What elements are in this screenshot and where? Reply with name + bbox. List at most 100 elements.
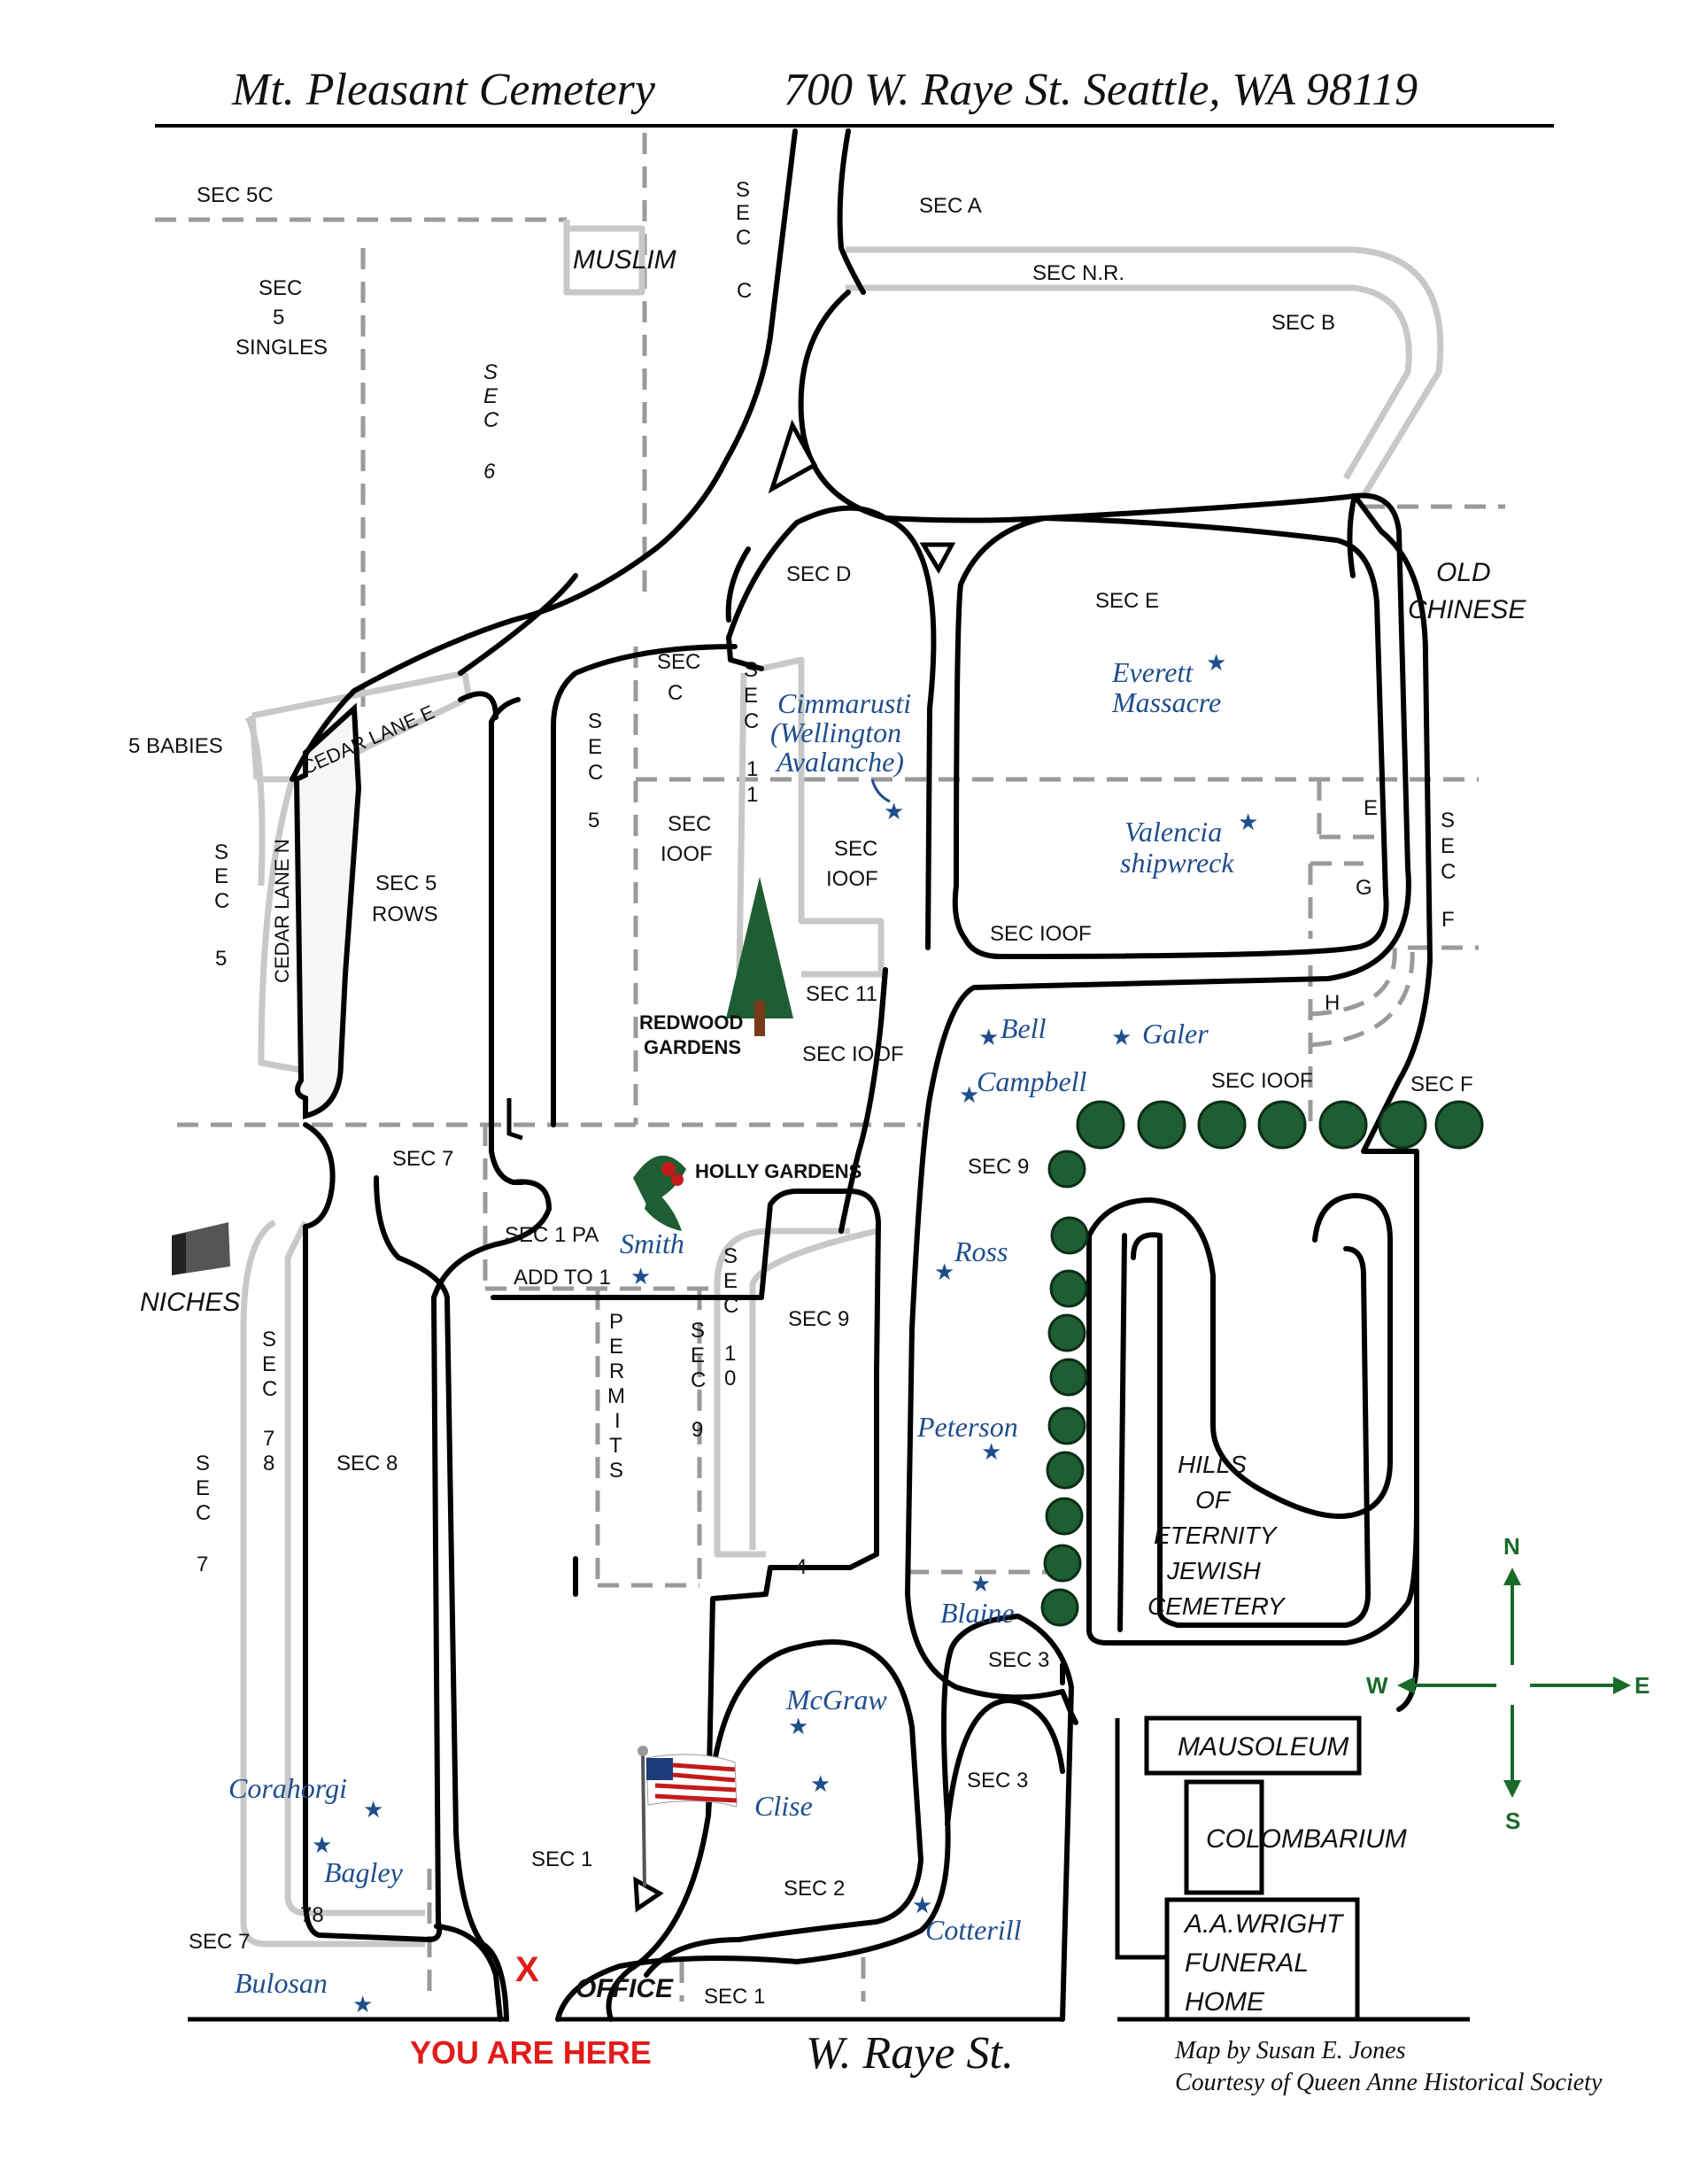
- label-sec-ioof-b-1: SEC: [834, 837, 877, 861]
- label-funeral-home-3: HOME: [1185, 1987, 1265, 2017]
- compass-e: E: [1634, 1672, 1650, 1699]
- label-sec-9-mid: SEC 9: [788, 1307, 849, 1331]
- landmark-valencia-2: shipwreck: [1120, 847, 1234, 879]
- label-sec-10-v1: S: [723, 1244, 738, 1268]
- landmark-valencia-1: Valencia: [1124, 816, 1222, 848]
- label-sec-3-b: SEC 3: [967, 1769, 1028, 1793]
- label-sec-5-rows-2: ROWS: [372, 902, 438, 926]
- label-sec-6-2: E: [483, 384, 498, 408]
- label-permits-6: T: [609, 1434, 622, 1458]
- landmark-blaine: Blaine: [940, 1597, 1015, 1629]
- label-hills-5: CEMETERY: [1148, 1592, 1287, 1620]
- label-sec-11-v4: 1: [746, 757, 758, 781]
- label-sec-6-3: C: [483, 408, 499, 432]
- label-sec-ioof-d: SEC IOOF: [802, 1042, 904, 1066]
- label-sec-b: SEC B: [1271, 311, 1335, 335]
- landmark-corahorgi: Corahorgi: [228, 1772, 347, 1804]
- label-sec-11-v2: E: [744, 684, 758, 708]
- label-sec-10-v2: E: [723, 1269, 738, 1293]
- niches-icon: [172, 1222, 230, 1275]
- label-sec-5-left-2: E: [214, 864, 228, 888]
- label-hills-2: OF: [1195, 1486, 1232, 1514]
- label-sec-5-rows-1: SEC 5: [375, 871, 437, 895]
- label-sec-11: SEC 11: [806, 982, 877, 1006]
- compass-rose: N S W E: [1366, 1533, 1650, 1834]
- landmark-smith: Smith: [620, 1228, 684, 1259]
- label-add-to-1: ADD TO 1: [514, 1266, 611, 1289]
- label-sec-9-v4: 9: [692, 1418, 703, 1442]
- star-smith: ★: [630, 1264, 651, 1289]
- you-are-here-marker: X: [515, 1950, 539, 1989]
- landmark-cotterill: Cotterill: [925, 1914, 1022, 1946]
- star-cimmarusti: ★: [884, 799, 904, 825]
- triangle-marker-1: [768, 419, 818, 494]
- label-permits-5: I: [614, 1409, 621, 1433]
- landmark-peterson: Peterson: [916, 1411, 1018, 1443]
- label-sec-5-left-3: C: [214, 889, 229, 913]
- label-sec-5-singles-2: 5: [273, 306, 284, 329]
- label-old-chinese-1: OLD: [1436, 558, 1491, 587]
- landmark-cimmarusti-3: Avalanche): [775, 746, 904, 778]
- label-sec-5-v1: S: [588, 709, 602, 733]
- label-sec-f-v4: F: [1441, 908, 1455, 932]
- label-sec-c-top-3: C: [736, 226, 751, 250]
- label-sec-g: G: [1356, 876, 1372, 900]
- label-sec-9-v3: C: [691, 1368, 706, 1392]
- credit-courtesy: Courtesy of Queen Anne Historical Societ…: [1175, 2069, 1603, 2096]
- label-muslim: MUSLIM: [573, 245, 676, 275]
- star-everett: ★: [1206, 650, 1226, 676]
- label-sec-1-pa: SEC 1 PA: [505, 1223, 599, 1247]
- label-sec-f-v3: C: [1441, 860, 1456, 884]
- label-cedar-lane-n: CEDAR LANE N: [271, 839, 293, 983]
- label-mausoleum: MAUSOLEUM: [1178, 1732, 1348, 1762]
- funeral-home-building: [1164, 1897, 1360, 2022]
- label-sec-7-v1: S: [196, 1452, 210, 1475]
- mausoleum-building: [1144, 1715, 1362, 1776]
- label-sec-f: SEC F: [1410, 1073, 1473, 1096]
- label-sec-nr: SEC N.R.: [1032, 261, 1124, 285]
- label-sec-78-v3: C: [262, 1377, 277, 1401]
- landmark-bell: Bell: [1001, 1012, 1047, 1044]
- landmark-everett-1: Everett: [1111, 656, 1194, 688]
- label-sec-c-top-2: E: [736, 201, 750, 225]
- label-sec-d: SEC D: [786, 562, 851, 586]
- compass-w: W: [1366, 1672, 1388, 1699]
- label-sec-4: 4: [795, 1555, 807, 1579]
- label-colombarium: COLOMBARIUM: [1206, 1824, 1407, 1854]
- label-sec-c-mid-2: C: [668, 681, 683, 705]
- triangle-marker-3: [633, 1876, 664, 1913]
- label-hills-1: HILLS: [1178, 1451, 1247, 1478]
- label-sec-5-singles-1: SEC: [259, 276, 302, 300]
- section-boundaries: [155, 133, 1505, 2002]
- label-old-chinese-2: CHINESE: [1408, 595, 1526, 624]
- label-sec-78-v5: 8: [263, 1452, 274, 1475]
- redwood-tree-icon: [726, 877, 793, 1036]
- label-sec-c-top-1: S: [736, 178, 750, 202]
- label-sec-9-v1: S: [691, 1319, 705, 1343]
- landmark-mcgraw: McGraw: [785, 1684, 887, 1715]
- landmark-bulosan: Bulosan: [235, 1967, 328, 1999]
- label-sec-c-mid-1: SEC: [657, 650, 700, 674]
- label-sec-7-v3: C: [196, 1501, 211, 1525]
- label-sec-78-v2: E: [262, 1352, 276, 1376]
- credit-author: Map by Susan E. Jones: [1174, 2037, 1406, 2064]
- landmark-cimmarusti-1: Cimmarusti: [777, 687, 911, 719]
- label-sec-2: SEC 2: [784, 1877, 845, 1901]
- label-sec-7-bottom: SEC 7: [189, 1930, 250, 1954]
- label-sec-9-top: SEC 9: [968, 1155, 1029, 1179]
- label-permits-3: R: [609, 1359, 624, 1383]
- star-mcgraw: ★: [788, 1714, 808, 1739]
- label-redwood-gardens-2: GARDENS: [644, 1036, 741, 1058]
- label-redwood-gardens-1: REDWOOD: [639, 1011, 743, 1034]
- section-labels: SEC 5C MUSLIM S E C C SEC A SEC N.R. SEC…: [128, 178, 1526, 2017]
- landmark-everett-2: Massacre: [1111, 686, 1221, 718]
- star-peterson: ★: [981, 1439, 1001, 1465]
- label-sec-ioof-e: SEC IOOF: [1211, 1069, 1313, 1093]
- label-sec-7-top: SEC 7: [392, 1147, 453, 1171]
- label-permits-2: E: [609, 1335, 623, 1359]
- label-permits-7: S: [609, 1459, 623, 1483]
- label-78: 78: [300, 1903, 324, 1927]
- notable-graves: Cimmarusti (Wellington Avalanche) ★ Ever…: [228, 650, 1258, 2017]
- landmark-clise: Clise: [754, 1790, 813, 1822]
